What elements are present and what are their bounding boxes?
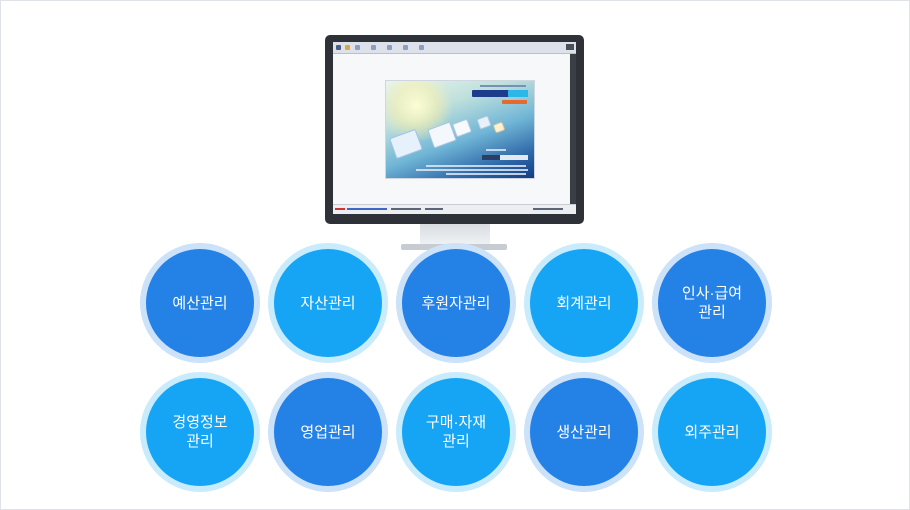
module-sales: 영업관리 bbox=[268, 372, 388, 492]
product-splash-image bbox=[385, 80, 535, 179]
module-label: 회계관리 bbox=[556, 294, 612, 312]
module-outsourcing: 외주관리 bbox=[652, 372, 772, 492]
contact-bar bbox=[482, 155, 528, 160]
status-bar bbox=[333, 204, 576, 214]
cube-graphic bbox=[492, 121, 506, 134]
module-label: 경영정보 관리 bbox=[172, 414, 228, 450]
module-accounting: 회계관리 bbox=[524, 243, 644, 363]
module-label: 예산관리 bbox=[172, 294, 228, 312]
module-purchase-material: 구매·자재 관리 bbox=[396, 372, 516, 492]
toolbar-icon bbox=[419, 45, 424, 50]
cube-graphic bbox=[476, 115, 492, 130]
monitor-stand-neck bbox=[420, 224, 490, 244]
module-label: 자산관리 bbox=[300, 294, 356, 312]
product-logo bbox=[472, 90, 528, 97]
vertical-scrollbar bbox=[570, 54, 576, 204]
cube-graphic bbox=[452, 118, 472, 138]
module-budget: 예산관리 bbox=[140, 243, 260, 363]
toolbar-icon bbox=[387, 45, 392, 50]
module-asset: 자산관리 bbox=[268, 243, 388, 363]
module-label: 후원자관리 bbox=[421, 294, 491, 312]
module-hr-payroll: 인사·급여 관리 bbox=[652, 243, 772, 363]
module-label: 영업관리 bbox=[300, 423, 356, 441]
module-donor: 후원자관리 bbox=[396, 243, 516, 363]
module-label: 생산관리 bbox=[556, 423, 612, 441]
module-label: 구매·자재 관리 bbox=[425, 414, 487, 450]
module-management-info: 경영정보 관리 bbox=[140, 372, 260, 492]
module-label: 인사·급여 관리 bbox=[681, 285, 743, 321]
module-label: 외주관리 bbox=[684, 423, 740, 441]
close-icon bbox=[566, 44, 574, 50]
toolbar-icon bbox=[355, 45, 360, 50]
toolbar-icon bbox=[345, 45, 350, 50]
toolbar-icon bbox=[336, 45, 341, 50]
module-production: 생산관리 bbox=[524, 372, 644, 492]
app-toolbar bbox=[333, 42, 576, 54]
toolbar-icon bbox=[403, 45, 408, 50]
toolbar-icon bbox=[371, 45, 376, 50]
